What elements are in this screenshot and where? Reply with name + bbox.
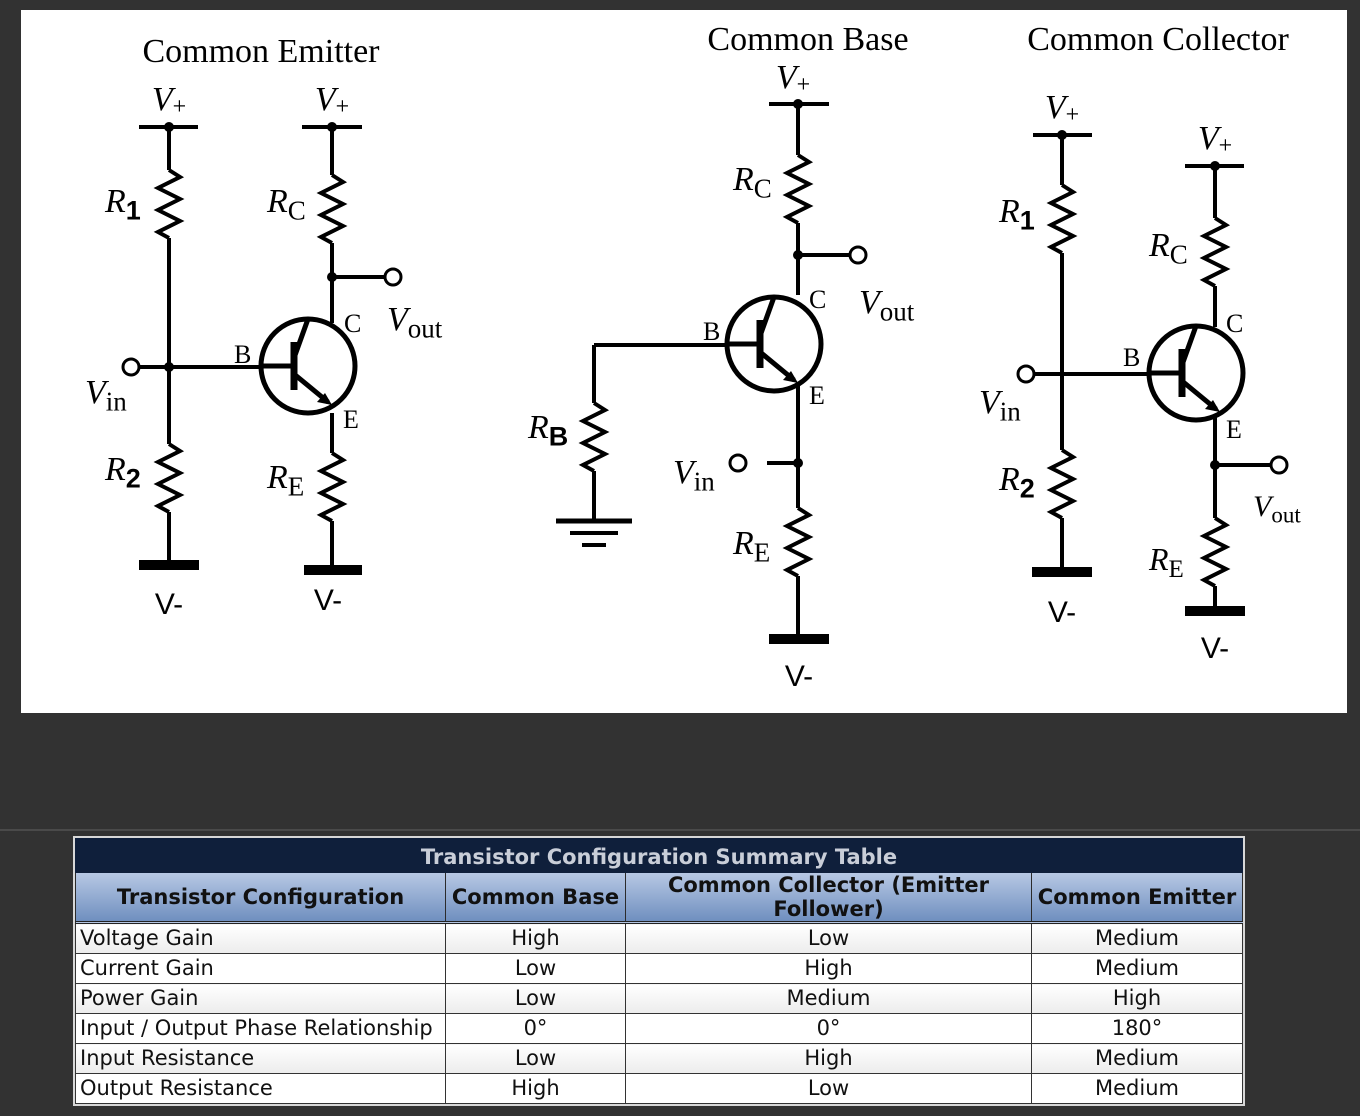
table-cell: High bbox=[445, 922, 626, 954]
cb-e-label: E bbox=[809, 381, 825, 410]
circuit-diagrams: Common Emitter V+ V+ R1 RC R2 RE B C E V… bbox=[85, 21, 1301, 693]
table-cell: Low bbox=[445, 983, 626, 1014]
cc-vplus-right: V+ bbox=[1198, 120, 1232, 159]
cc-vminus-right: V- bbox=[1201, 632, 1229, 665]
ce-vplus-left: V+ bbox=[152, 81, 186, 120]
cb-title: Common Base bbox=[707, 21, 908, 58]
cc-b-label: B bbox=[1123, 343, 1140, 372]
table-cell: High bbox=[445, 1073, 626, 1104]
ce-vout-label: Vout bbox=[387, 301, 443, 343]
table-header-row: Transistor Configuration Common Base Com… bbox=[75, 873, 1243, 924]
table-row: Current Gain Low High Medium bbox=[75, 953, 1243, 984]
cb-rc-label: RC bbox=[732, 161, 772, 203]
ce-b-label: B bbox=[234, 340, 251, 369]
table-cell: Low bbox=[445, 1043, 626, 1074]
table-cell: 0° bbox=[445, 1013, 626, 1044]
vin-terminal bbox=[728, 453, 748, 473]
table-row: Output Resistance High Low Medium bbox=[75, 1073, 1243, 1104]
row-label: Input / Output Phase Relationship bbox=[75, 1013, 446, 1044]
cb-vminus: V- bbox=[785, 660, 813, 693]
cb-vout-label: Vout bbox=[859, 284, 915, 326]
npn-transistor-symbol bbox=[727, 297, 821, 391]
ce-e-label: E bbox=[343, 405, 359, 434]
cc-r1-label: R1 bbox=[998, 193, 1035, 235]
table-row: Input Resistance Low High Medium bbox=[75, 1043, 1243, 1074]
cb-vin-label: Vin bbox=[673, 454, 715, 496]
column-header: Common Base bbox=[445, 873, 626, 924]
column-header: Transistor Configuration bbox=[75, 873, 446, 924]
table-row: Power Gain Low Medium High bbox=[75, 983, 1243, 1014]
cb-b-label: B bbox=[703, 317, 720, 346]
cc-c-label: C bbox=[1226, 309, 1243, 338]
cc-vminus-left: V- bbox=[1048, 596, 1076, 629]
circuit-diagram-panel: Common Emitter V+ V+ R1 RC R2 RE B C E V… bbox=[21, 10, 1347, 713]
ce-vminus-right: V- bbox=[314, 584, 342, 617]
cc-vplus-left: V+ bbox=[1045, 89, 1079, 128]
summary-table-title: Transistor Configuration Summary Table bbox=[75, 838, 1243, 873]
column-header: Common Collector (Emitter Follower) bbox=[625, 873, 1032, 924]
table-cell: Medium bbox=[1031, 922, 1243, 954]
cc-r2-label: R2 bbox=[998, 461, 1035, 503]
ce-vplus-right: V+ bbox=[315, 81, 349, 120]
table-row: Input / Output Phase Relationship 0° 0° … bbox=[75, 1013, 1243, 1044]
vout-terminal bbox=[1269, 455, 1289, 475]
table-cell: Low bbox=[445, 953, 626, 984]
row-label: Current Gain bbox=[75, 953, 446, 984]
common-base-circuit bbox=[556, 102, 851, 644]
vin-terminal bbox=[121, 357, 141, 377]
row-label: Output Resistance bbox=[75, 1073, 446, 1104]
ce-c-label: C bbox=[344, 309, 361, 338]
npn-transistor-symbol bbox=[261, 319, 355, 413]
cc-vout-label: Vout bbox=[1253, 490, 1301, 528]
table-cell: Medium bbox=[625, 983, 1032, 1014]
column-header: Common Emitter bbox=[1031, 873, 1243, 924]
row-label: Power Gain bbox=[75, 983, 446, 1014]
cc-e-label: E bbox=[1226, 415, 1242, 444]
common-collector-circuit bbox=[1032, 133, 1271, 616]
row-label: Input Resistance bbox=[75, 1043, 446, 1074]
cb-c-label: C bbox=[809, 285, 826, 314]
ce-vin-label: Vin bbox=[85, 374, 127, 416]
table-row: Voltage Gain High Low Medium bbox=[75, 922, 1243, 954]
table-cell: Medium bbox=[1031, 1073, 1243, 1104]
ce-re-label: RE bbox=[266, 459, 304, 501]
ce-r2-label: R2 bbox=[104, 451, 141, 493]
ce-title: Common Emitter bbox=[142, 33, 380, 70]
cb-vplus: V+ bbox=[776, 59, 810, 98]
npn-transistor-symbol bbox=[1149, 326, 1243, 420]
cc-rc-label: RC bbox=[1148, 227, 1188, 269]
table-cell: Low bbox=[625, 922, 1032, 954]
cb-re-label: RE bbox=[732, 525, 770, 567]
section-divider bbox=[0, 829, 1360, 831]
common-emitter-circuit bbox=[138, 125, 385, 575]
table-cell: High bbox=[625, 953, 1032, 984]
table-cell: Medium bbox=[1031, 953, 1243, 984]
cc-re-label: RE bbox=[1148, 541, 1184, 583]
vin-terminal bbox=[1016, 364, 1036, 384]
summary-table: Transistor Configuration Summary Table T… bbox=[73, 836, 1245, 1106]
table-cell: 0° bbox=[625, 1013, 1032, 1044]
ce-r1-label: R1 bbox=[104, 183, 141, 225]
table-cell: Medium bbox=[1031, 1043, 1243, 1074]
ce-vminus-left: V- bbox=[155, 588, 183, 621]
vout-terminal bbox=[383, 267, 403, 287]
cb-rb-label: RB bbox=[527, 409, 568, 451]
table-cell: Low bbox=[625, 1073, 1032, 1104]
ce-rc-label: RC bbox=[266, 183, 306, 225]
cc-vin-label: Vin bbox=[979, 384, 1021, 426]
table-cell: High bbox=[1031, 983, 1243, 1014]
vout-terminal bbox=[848, 245, 868, 265]
cc-title: Common Collector bbox=[1027, 21, 1289, 58]
row-label: Voltage Gain bbox=[75, 922, 446, 954]
table-cell: 180° bbox=[1031, 1013, 1243, 1044]
table-cell: High bbox=[625, 1043, 1032, 1074]
summary-table-grid: Transistor Configuration Summary Table T… bbox=[75, 838, 1243, 1104]
